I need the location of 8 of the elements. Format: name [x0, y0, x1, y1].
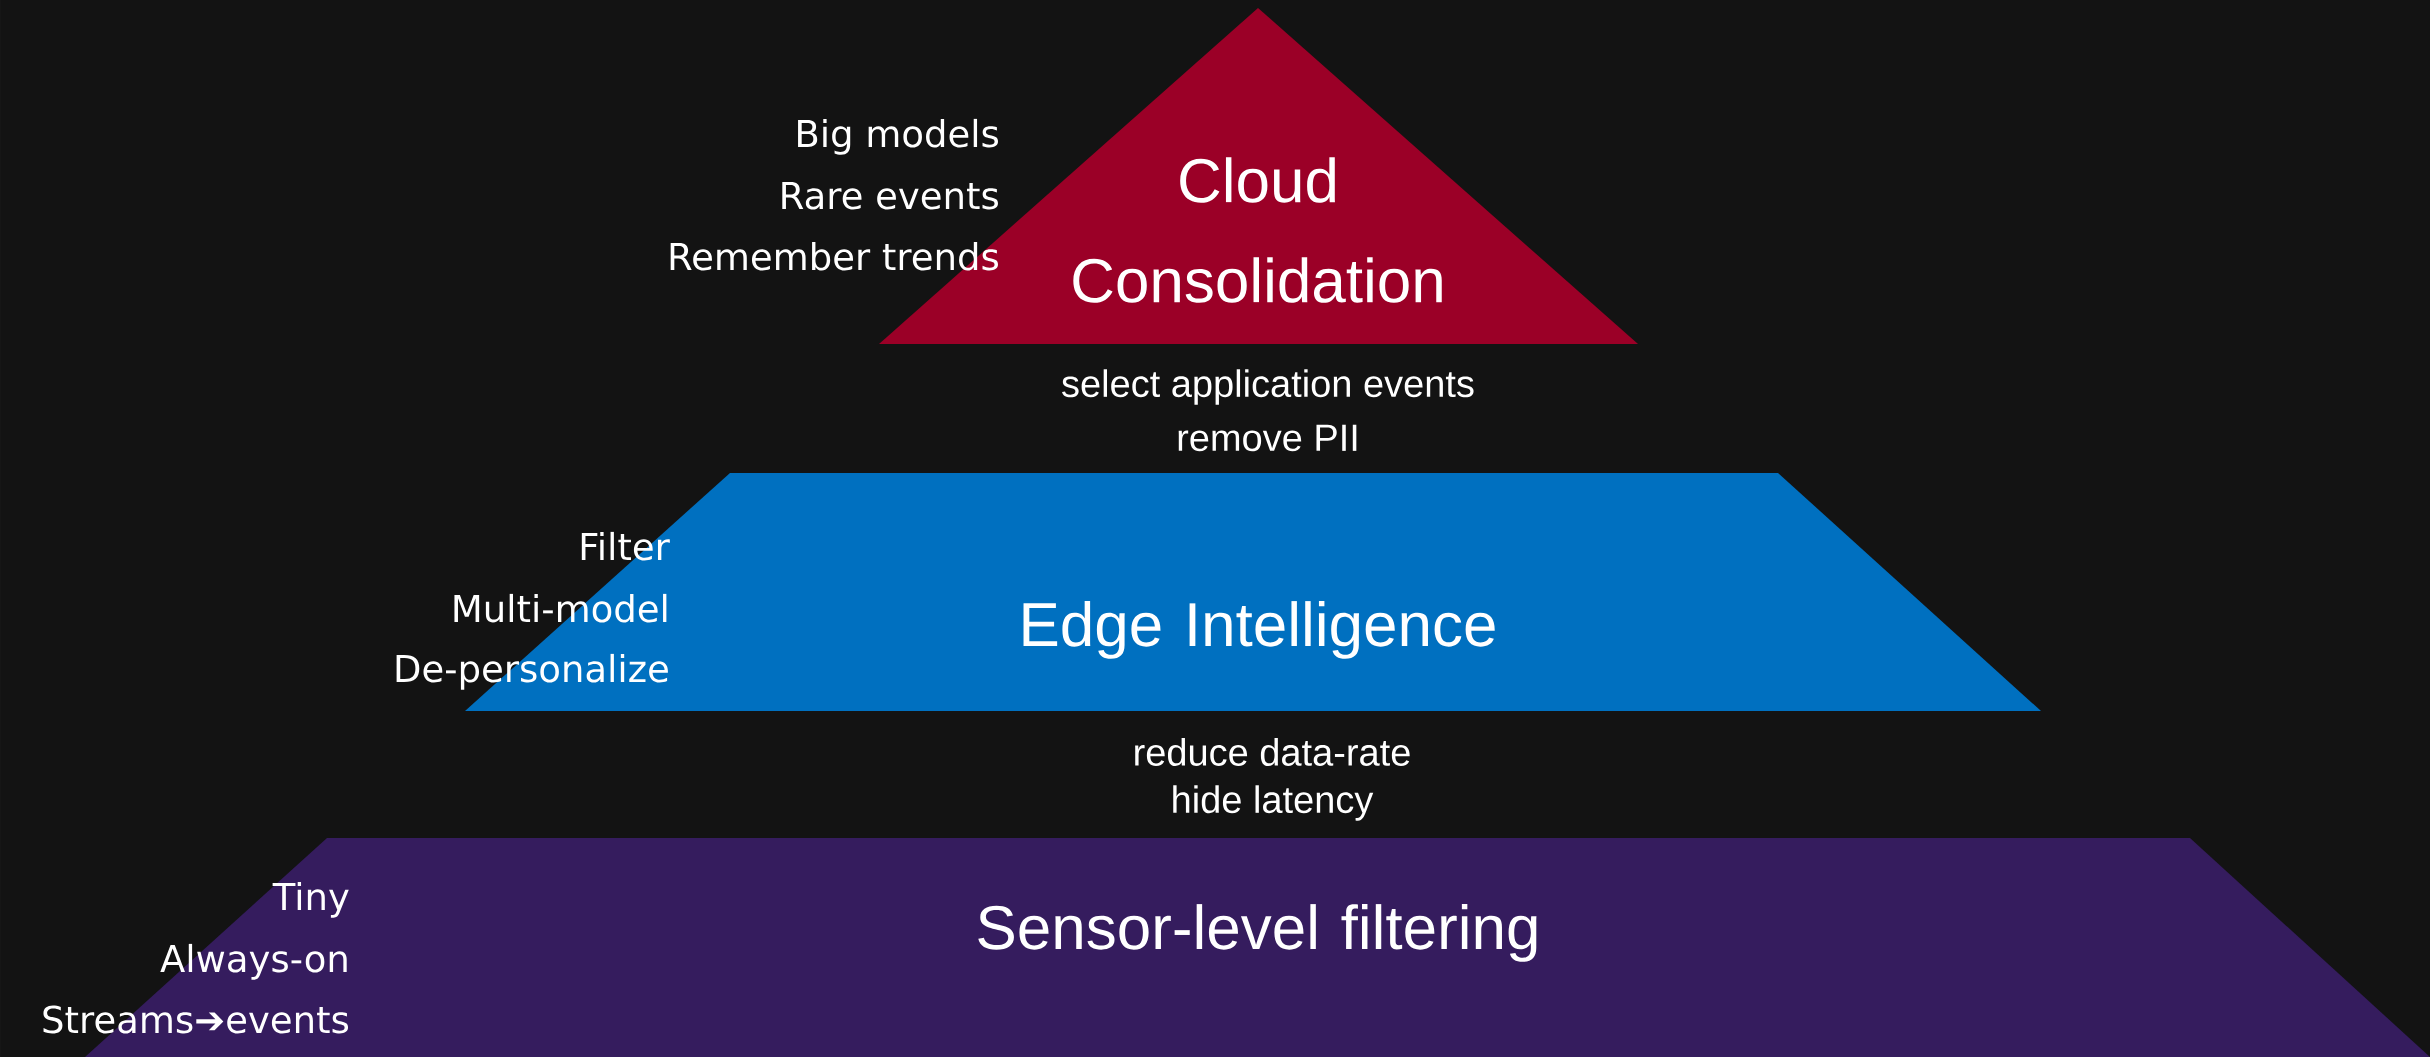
transition-note: select application events — [1062, 369, 1474, 405]
transition-note: reduce data-rate — [1135, 738, 1410, 766]
pyramid-layer: Tiny Always-on Streams➔events Sensor-level filtering — [43, 838, 2430, 1057]
transition-note: hide latency — [1173, 785, 1374, 821]
transition-note: remove PII — [1178, 424, 1357, 452]
layer-note: Tiny — [272, 881, 349, 918]
layer-note: Streams➔events — [43, 1005, 349, 1034]
layer-note: Always-on — [160, 943, 347, 980]
